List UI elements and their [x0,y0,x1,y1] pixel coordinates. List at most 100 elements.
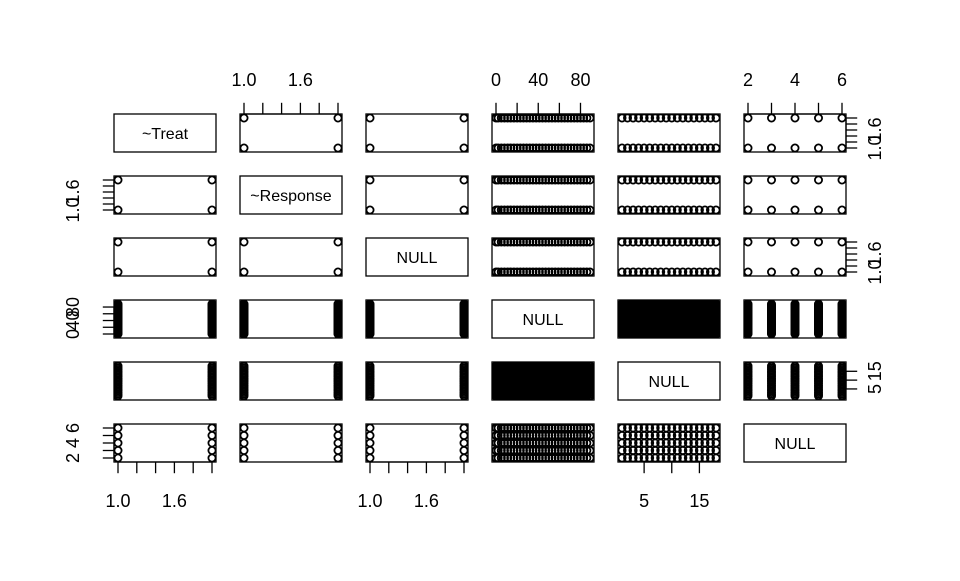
data-point [767,267,776,276]
scatter-panel-frame [743,175,847,215]
scatter-panel-frame [113,361,217,401]
scatter-panel-frame [365,299,469,339]
data-point [114,431,123,440]
data-point [114,205,123,214]
data-point [814,176,823,185]
scatter-panel-points [618,114,720,152]
data-point [744,238,753,247]
data-point [240,446,249,455]
data-point [767,143,776,152]
scatter-panel-points [492,114,594,152]
data-point [366,205,375,214]
scatter-panel-frame [239,113,343,153]
tick-label-bottom: 1.0 [105,491,130,511]
data-point [333,143,342,152]
scatter-panel-points [744,300,846,338]
diag-label: NULL [397,250,438,267]
data-point [114,176,123,185]
data-point [744,176,753,185]
data-point [837,205,846,214]
data-point [837,176,846,185]
data-point [767,114,776,123]
data-point [240,453,249,462]
scatter-panel-frame [239,423,343,463]
scatter-panel-frame [743,113,847,153]
data-point [240,431,249,440]
data-point [814,267,823,276]
data-point [366,424,375,433]
data-point [333,267,342,276]
diag-panel-frame [743,423,847,463]
data-point [744,205,753,214]
data-point [366,143,375,152]
data-point [366,453,375,462]
tick-label-bottom: 1.6 [162,491,187,511]
scatter-panel-frame [113,299,217,339]
data-point [790,114,800,123]
scatter-panel-points [240,238,342,276]
tick-label-left: 6 [63,423,83,433]
data-point [459,424,468,433]
data-point [814,143,823,152]
scatter-panel-frame [617,299,721,339]
diag-label: NULL [649,374,690,391]
scatter-panel-points [366,176,468,214]
scatter-panel-frame [365,361,469,401]
data-point [333,446,342,455]
data-point [459,453,468,462]
diag-label: NULL [775,436,816,453]
data-point [790,267,800,276]
scatter-panel-frame [239,361,343,401]
data-point [366,114,375,123]
scatter-panel-frame [743,299,847,339]
diag-label: ~Response [250,188,331,205]
scatter-panel-frame [617,175,721,215]
scatter-panel-points [240,114,342,152]
data-point [459,176,468,185]
data-point [240,114,249,123]
data-point [366,446,375,455]
scatter-panel-frame [113,175,217,215]
data-point [366,438,375,448]
tick-label-right: 15 [865,361,885,381]
diag-panel-frame [617,361,721,401]
data-point [459,205,468,214]
data-point [207,176,216,185]
data-point [114,267,123,276]
data-point [366,176,375,185]
data-point [207,238,216,247]
tick-label-top: 40 [528,70,548,90]
data-point [240,438,249,448]
data-point [240,267,249,276]
tick-label-right: 5 [865,384,885,394]
tick-label-right: 1.0 [865,259,885,284]
data-point [790,205,800,214]
tick-label-right: 1.0 [865,135,885,160]
scatter-panel-points [618,238,720,276]
scatter-panel-frame [617,237,721,277]
tick-label-bottom: 1.6 [414,491,439,511]
tick-label-left: 4 [63,438,83,448]
data-point [790,238,800,247]
scatter-panel-points [744,114,846,152]
data-point [837,238,846,247]
tick-label-top: 80 [570,70,590,90]
tick-label-top: 1.6 [288,70,313,90]
data-point [814,238,823,247]
scatter-panel-points [114,362,216,400]
scatter-panel-points [618,424,720,462]
diag-panel-frame [113,113,217,153]
scatter-panel-frame [365,113,469,153]
tick-label-left: 1.0 [63,197,83,222]
scatter-panel-frame [113,423,217,463]
tick-label-left: 0 [63,329,83,339]
tick-label-bottom: 15 [689,491,709,511]
scatter-panel-points [240,300,342,338]
data-point [333,114,342,123]
data-point [837,267,846,276]
tick-label-right: 1.6 [865,241,885,266]
data-point [333,438,342,448]
scatter-panel-points [114,238,216,276]
data-point [790,176,800,185]
